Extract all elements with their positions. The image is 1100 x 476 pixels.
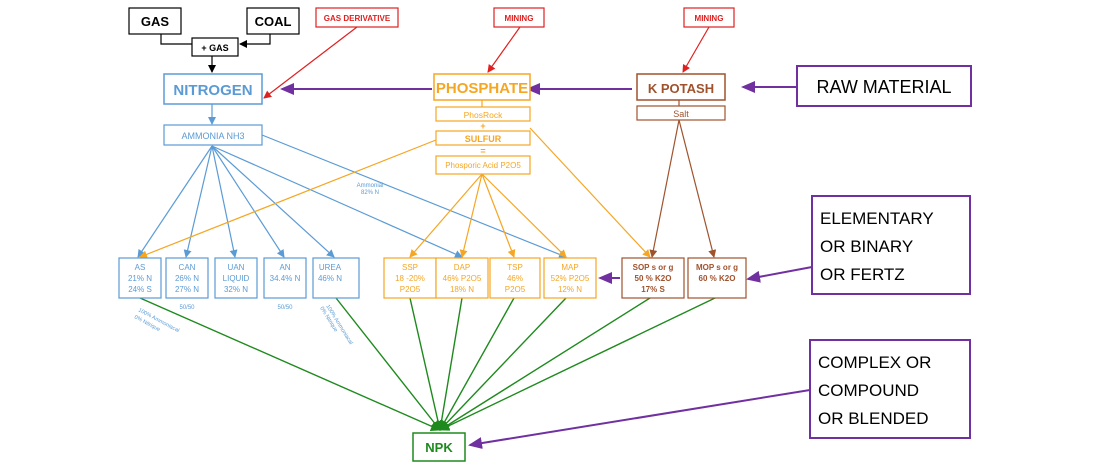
coal-label: COAL (255, 14, 292, 29)
ammonia-to-an-line (211, 145, 285, 258)
dap-to-npk-line (436, 297, 463, 431)
elementary-line-1: ELEMENTARY (820, 209, 934, 228)
ammonia-to-urea-line (211, 145, 335, 258)
phosacid-to-ssp-line (409, 173, 483, 258)
mop-line-2: 60 % K2O (699, 274, 736, 283)
elementary-line-2: OR BINARY (820, 237, 913, 256)
ammonia-label: AMMONIA NH3 (181, 131, 244, 141)
phosphate-label: PHOSPHATE (436, 80, 528, 97)
ssp-line-2: 18 -20% (395, 274, 425, 283)
sop-line-2: 50 % K2O (635, 274, 672, 283)
complex-to-npk-arrow (468, 389, 811, 450)
complex-line-2: COMPOUND (818, 381, 919, 400)
gasderiv-to-nitrogen-line (263, 26, 358, 99)
salt-label: Salt (673, 109, 689, 119)
tsp-line-2: 46% (507, 274, 523, 283)
can-line-3: 27% N (175, 285, 199, 294)
equals-sign: = (480, 146, 485, 156)
npk-node: NPK (412, 432, 466, 462)
tsp-name: TSP (507, 263, 523, 272)
ammonia-to-uan-line (211, 145, 238, 258)
ammonia-to-as-line (137, 145, 213, 258)
potash-label: K POTASH (648, 81, 714, 96)
intermediate-nodes: AMMONIA NH3 PhosRock + SULFUR = Phospori… (163, 105, 726, 196)
ammonia-note-1: Ammonial (357, 183, 384, 189)
npk-label: NPK (425, 440, 453, 455)
sulfur-to-sop-line (529, 127, 651, 258)
source-nodes: GAS COAL + GAS GAS DERIVATIVE MINING MIN… (128, 7, 735, 57)
sop-to-npk-line (439, 297, 651, 431)
tsp-to-npk-line (439, 297, 515, 431)
as-line-2: 21% N (128, 274, 152, 283)
can-ratio-note: 50/50 (179, 305, 195, 311)
uan-line-3: 32% N (224, 285, 248, 294)
urea-name: UREA (319, 263, 342, 272)
plus-sign: + (480, 121, 485, 131)
complex-line-1: COMPLEX OR (818, 353, 931, 372)
elementary-line-3: OR FERTZ (820, 265, 905, 284)
dap-line-3: 18% N (450, 285, 474, 294)
phosacid-to-map-line (481, 173, 567, 258)
an-line-2: 34.4% N (270, 274, 301, 283)
mining-to-potash-line (682, 26, 710, 73)
map-name: MAP (561, 263, 578, 272)
phosacid-to-dap-line (459, 173, 483, 258)
sulfur-to-as-line (139, 139, 437, 259)
raw-material-nodes: NITROGEN PHOSPHATE K POTASH (163, 73, 726, 105)
mining-label-2: MINING (695, 14, 724, 23)
ammonia-to-map-line (261, 134, 567, 259)
ammonia-note-2: 82% N (361, 190, 379, 196)
ssp-name: SSP (402, 263, 418, 272)
salt-to-mop-line (678, 119, 717, 258)
dap-line-2: 46% P2O5 (443, 274, 482, 283)
tsp-line-3: P2O5 (505, 285, 526, 294)
nitrogen-label: NITROGEN (173, 82, 252, 99)
sop-name: SOP s or g (633, 263, 674, 272)
mining-to-phosphate-line (487, 26, 521, 73)
uan-name: UAN (228, 263, 245, 272)
mining-label-1: MINING (505, 14, 534, 23)
complex-line-3: OR BLENDED (818, 409, 929, 428)
dap-name: DAP (454, 263, 470, 272)
phosrock-label: PhosRock (464, 110, 503, 120)
urea-to-npk-line (335, 297, 441, 431)
connectors (137, 26, 813, 450)
an-ratio-note: 50/50 (277, 305, 293, 311)
ssp-line-3: P2O5 (400, 285, 421, 294)
urea-line-2: 46% N (318, 274, 342, 283)
raw-material-category: RAW MATERIAL (816, 77, 951, 97)
an-name: AN (279, 263, 290, 272)
coal-to-plusgas-line (239, 34, 271, 48)
can-name: CAN (179, 263, 196, 272)
gas-to-plusgas-line (160, 34, 206, 48)
as-name: AS (135, 263, 146, 272)
sulfur-label: SULFUR (465, 134, 502, 144)
map-line-3: 12% N (558, 285, 582, 294)
as-to-npk-line (139, 297, 441, 431)
can-line-2: 26% N (175, 274, 199, 283)
map-line-2: 52% P2O5 (551, 274, 590, 283)
product-nodes: AS 21% N 24% S CAN 26% N 27% N UAN LIQUI… (118, 257, 747, 299)
gas-derivative-label: GAS DERIVATIVE (324, 14, 391, 23)
map-to-npk-line (439, 297, 567, 431)
plus-gas-label: + GAS (201, 43, 228, 53)
phosphoric-acid-label: Phosporic Acid P2O5 (445, 161, 521, 170)
green-npk-lines (139, 297, 716, 431)
mop-name: MOP s or g (696, 263, 738, 272)
mop-to-npk-line (439, 297, 716, 431)
salt-to-sop-line (649, 119, 680, 258)
gas-label: GAS (141, 14, 170, 29)
as-line-3: 24% S (128, 285, 152, 294)
sop-line-3: 17% S (641, 285, 665, 294)
uan-line-2: LIQUID (223, 274, 250, 283)
category-boxes: RAW MATERIAL ELEMENTARY OR BINARY OR FER… (796, 65, 972, 439)
ssp-to-npk-line (409, 297, 443, 431)
ammonia-to-can-line (183, 145, 213, 258)
elementary-to-mop-arrow (746, 266, 813, 283)
phosacid-to-tsp-line (481, 173, 516, 258)
ammonia-to-dap-line (211, 145, 463, 258)
